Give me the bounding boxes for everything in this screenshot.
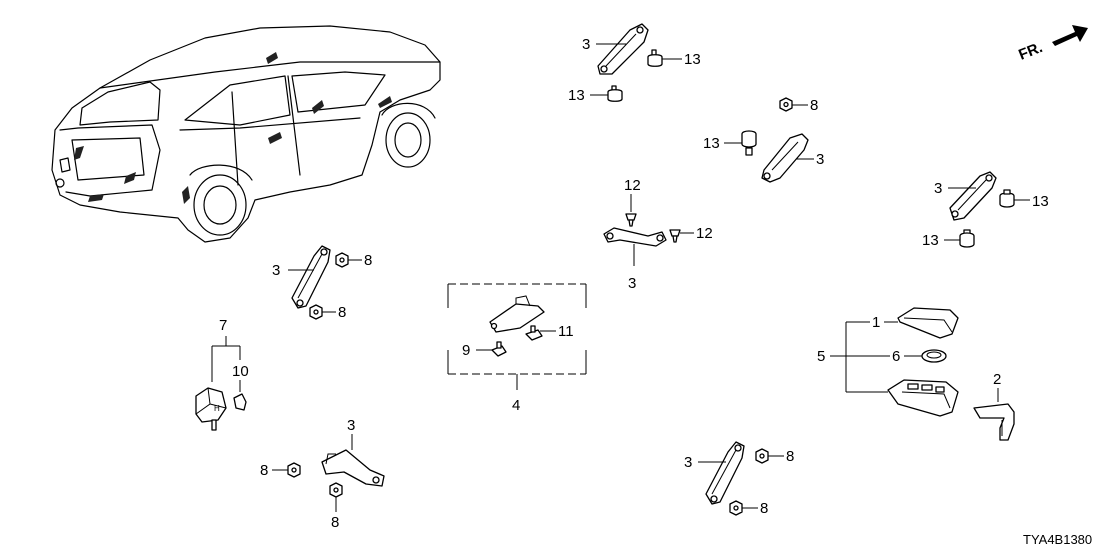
antenna-bracket-bottom-left [321,449,385,487]
callout-9: 9 [462,342,470,359]
callout-12: 12 [624,177,641,194]
nut-8-bottom-center [329,482,343,498]
bolt-13-right-lower [959,229,975,248]
clip-11 [525,325,543,341]
callout-3: 3 [347,417,355,434]
callout-8: 8 [331,514,339,531]
callout-8: 8 [786,448,794,465]
antenna-bracket-center-right [761,133,809,183]
callout-3: 3 [934,180,942,197]
svg-text:H: H [214,404,220,413]
vehicle-overview [51,25,441,243]
front-direction-indicator: FR. [1016,25,1088,64]
antenna-bracket-bottom-right [705,441,745,505]
callout-13: 13 [684,51,701,68]
callout-10: 10 [232,363,249,380]
callout-12: 12 [696,225,713,242]
callout-3: 3 [272,262,280,279]
antenna-bracket-right [949,171,997,221]
callout-8: 8 [760,500,768,517]
callout-2: 2 [993,371,1001,388]
bolt-13-top-left [607,85,623,102]
key-fob-cover [897,307,959,339]
callout-8: 8 [260,462,268,479]
clip-9 [491,341,507,357]
callout-4: 4 [512,397,520,414]
callout-3: 3 [816,151,824,168]
callout-13: 13 [703,135,720,152]
sensor-clip [233,393,247,411]
callout-8: 8 [338,304,346,321]
antenna-bracket-top-center [597,23,649,75]
callout-5: 5 [817,348,825,365]
key-fob-body [887,379,959,417]
callout-8: 8 [364,252,372,269]
callout-1: 1 [872,314,880,331]
nut-8-left-upper [335,252,349,268]
bolt-13-right-upper [999,189,1015,208]
front-direction-arrow-icon [1052,25,1088,46]
key-fob-battery [921,349,947,363]
callout-13: 13 [922,232,939,249]
callout-7: 7 [219,317,227,334]
callout-13: 13 [568,87,585,104]
screw-12-top [625,213,637,227]
drawing-code: TYA4B1380 [1023,532,1092,547]
antenna-bracket-center [603,227,667,247]
bolt-13-center [741,130,757,156]
callout-8: 8 [810,97,818,114]
nut-8-center [779,97,793,112]
callout-3: 3 [684,454,692,471]
sensor-unit: H [195,387,227,431]
callout-6: 6 [892,348,900,365]
nut-8-bottom-right-lower [729,500,743,516]
nut-8-bottom-left [287,462,301,478]
callout-13: 13 [1032,193,1049,210]
nut-8-bottom-right-upper [755,448,769,464]
antenna-unit-4 [489,295,545,333]
screw-12-right [669,229,681,243]
callout-3: 3 [628,275,636,292]
callout-11: 11 [558,323,574,340]
assembly-4-frame [447,283,587,375]
antenna-bracket-left-center [291,245,331,309]
bolt-13-top-right [647,49,663,67]
key-fob-blade [973,403,1015,441]
callout-3: 3 [582,36,590,53]
front-direction-label: FR. [1016,39,1045,64]
nut-8-left-lower [309,304,323,320]
